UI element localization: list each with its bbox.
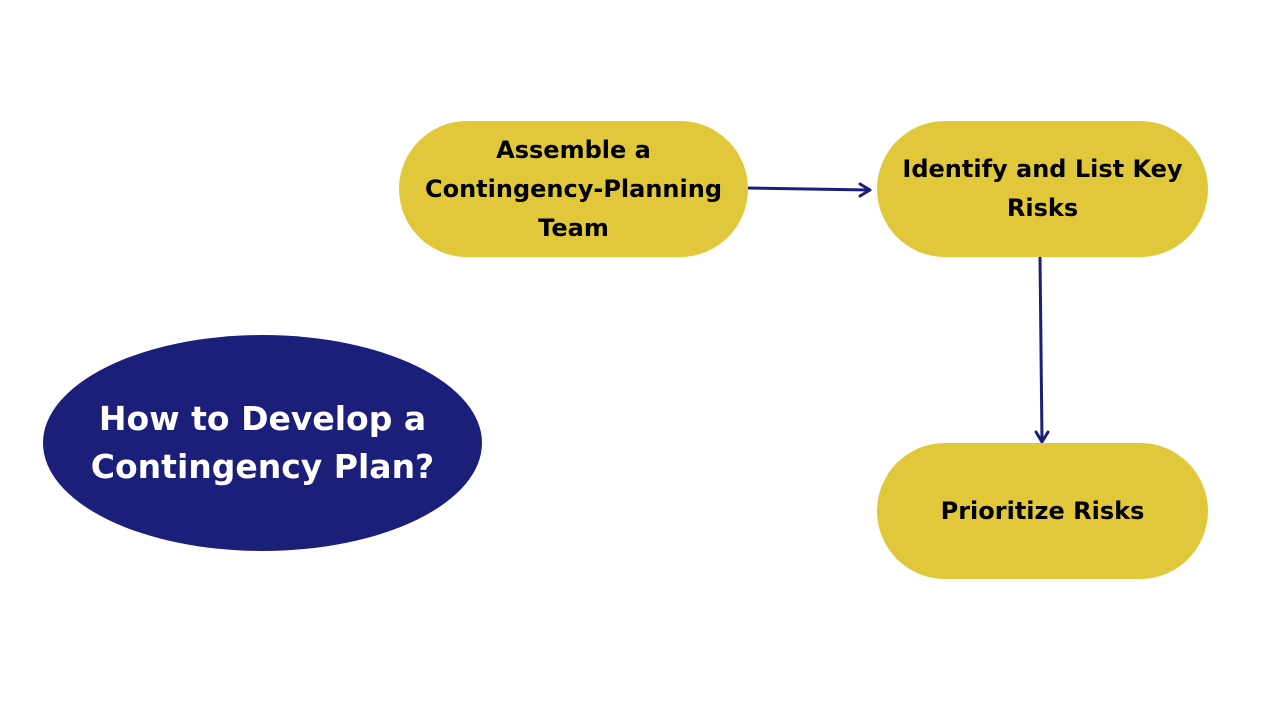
step-assemble-team: Assemble a Contingency-Planning Team [399,121,748,257]
step-identify-risks: Identify and List Key Risks [877,121,1208,257]
arrow-assemble-to-identify [747,182,872,198]
step-label: Assemble a Contingency-Planning Team [424,135,723,242]
arrow-identify-to-prioritize [1034,256,1050,444]
step-label: Identify and List Key Risks [902,155,1183,222]
title-ellipse: How to Develop a Contingency Plan? [43,335,482,551]
step-label: Prioritize Risks [940,496,1145,525]
diagram-title: How to Develop a Contingency Plan? [90,399,435,486]
step-prioritize-risks: Prioritize Risks [877,443,1208,579]
